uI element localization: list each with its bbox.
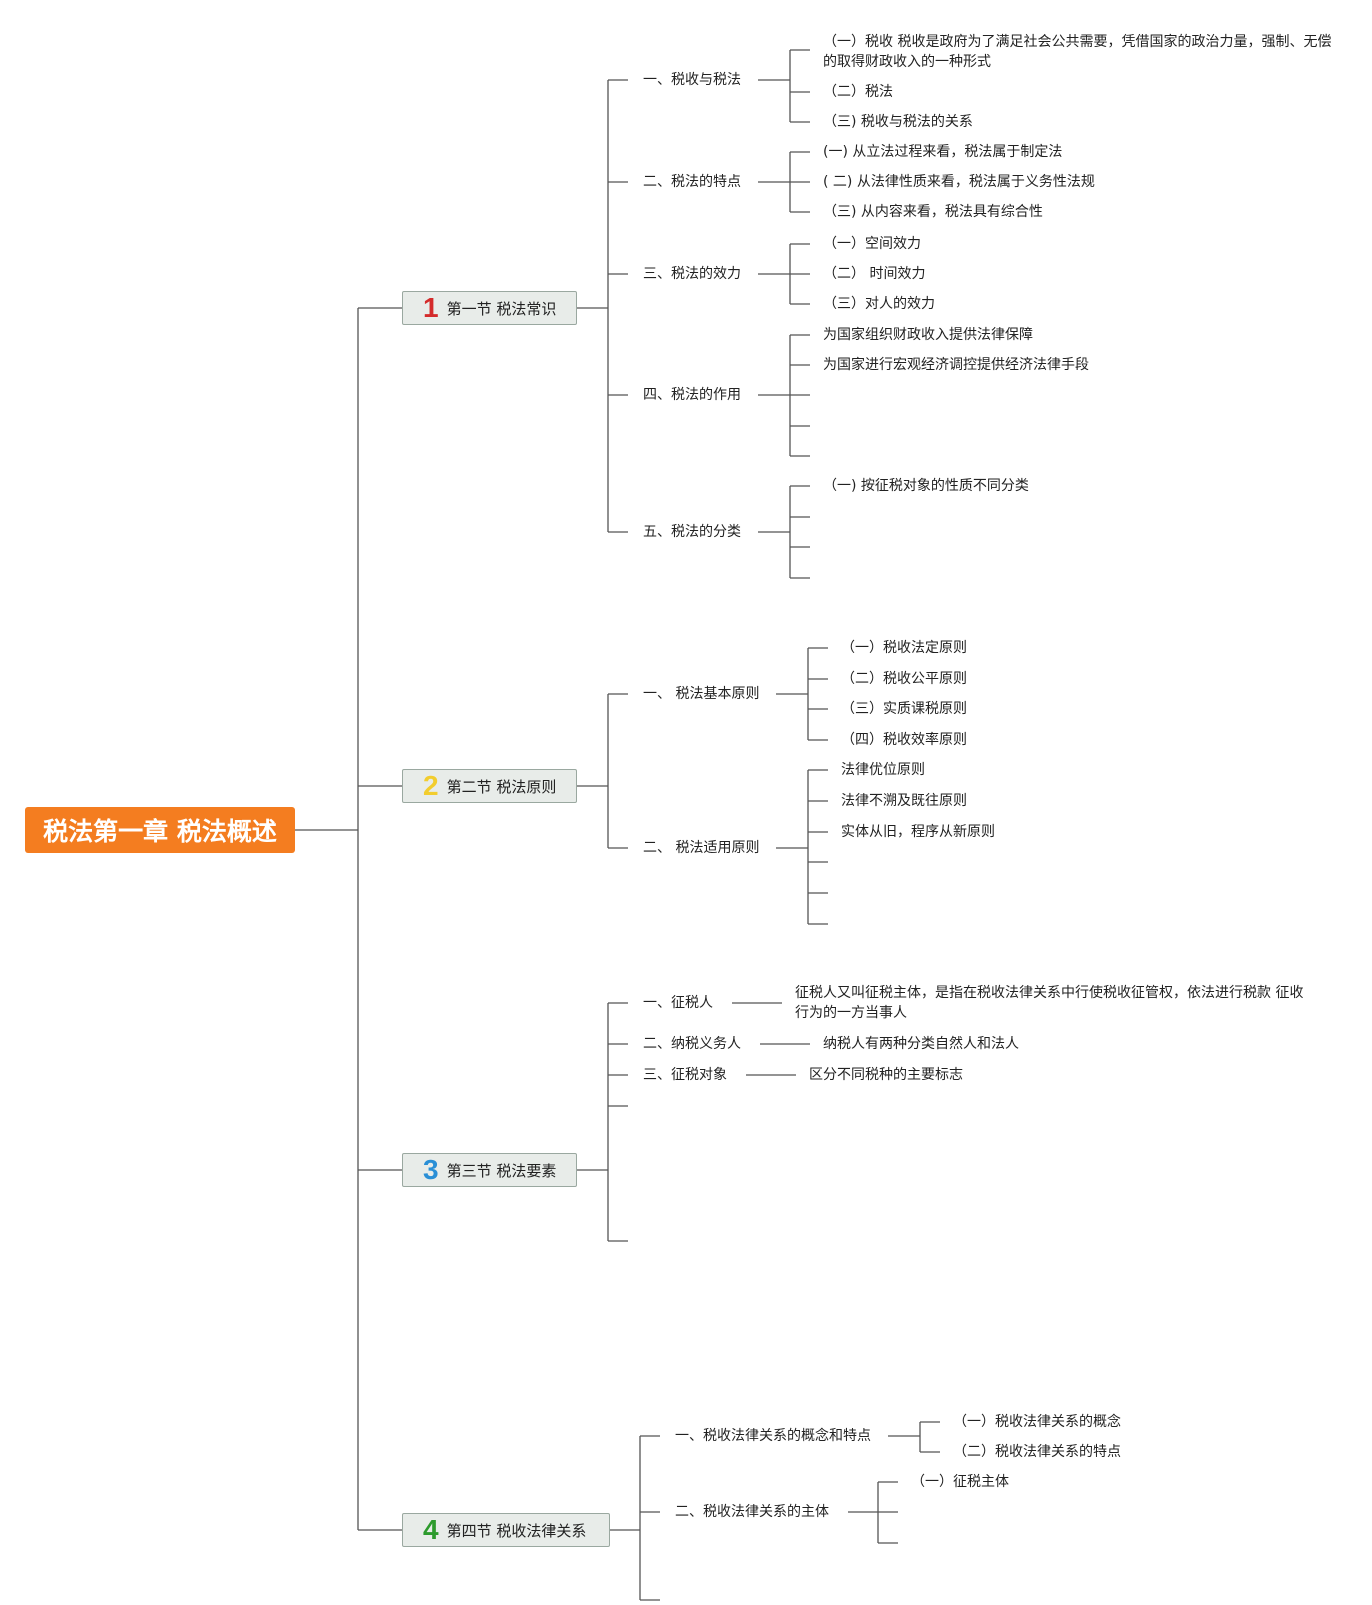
- s3-branch-2[interactable]: 二、纳税义务人: [643, 1036, 741, 1052]
- s1-b2-item-3[interactable]: （三) 从内容来看，税法具有综合性: [823, 204, 1043, 220]
- s2-b2-item-1[interactable]: 法律优位原则: [841, 762, 925, 778]
- s3-branch-3[interactable]: 三、征税对象: [643, 1067, 727, 1083]
- s2-b1-item-1[interactable]: （一）税收法定原则: [841, 640, 967, 656]
- s2-b2-item-2[interactable]: 法律不溯及既往原则: [841, 793, 967, 809]
- section-2-label: 第二节 税法原则: [446, 777, 557, 796]
- number-2-icon: 2: [423, 770, 439, 801]
- s2-branch-2[interactable]: 二、 税法适用原则: [643, 840, 760, 856]
- s1-branch-2[interactable]: 二、税法的特点: [643, 174, 741, 190]
- section-2-node[interactable]: 2 第二节 税法原则: [402, 769, 577, 803]
- s2-b1-item-2[interactable]: （二）税收公平原则: [841, 671, 967, 687]
- s4-b1-item-1[interactable]: （一）税收法律关系的概念: [953, 1414, 1121, 1430]
- s1-branch-1[interactable]: 一、税收与税法: [643, 72, 741, 88]
- s1-b1-item-3[interactable]: （三) 税收与税法的关系: [823, 114, 973, 130]
- s4-b2-item-1[interactable]: （一）征税主体: [911, 1474, 1009, 1490]
- s1-b3-item-1[interactable]: （一）空间效力: [823, 236, 921, 252]
- s1-branch-5[interactable]: 五、税法的分类: [643, 524, 741, 540]
- root-topic[interactable]: 税法第一章 税法概述: [25, 807, 295, 853]
- s1-branch-4[interactable]: 四、税法的作用: [643, 387, 741, 403]
- s1-branch-3[interactable]: 三、税法的效力: [643, 266, 741, 282]
- s3-branch-1[interactable]: 一、征税人: [643, 995, 713, 1011]
- section-3-label: 第三节 税法要素: [446, 1161, 557, 1180]
- s4-b1-item-2[interactable]: （二）税收法律关系的特点: [953, 1444, 1121, 1460]
- s2-b1-item-3[interactable]: （三）实质课税原则: [841, 701, 967, 717]
- s2-b1-item-4[interactable]: （四）税收效率原则: [841, 732, 967, 748]
- section-3-node[interactable]: 3 第三节 税法要素: [402, 1153, 577, 1187]
- s1-b2-item-2[interactable]: ( 二) 从法律性质来看，税法属于义务性法规: [823, 174, 1095, 190]
- section-4-node[interactable]: 4 第四节 税收法律关系: [402, 1513, 610, 1547]
- s2-branch-1[interactable]: 一、 税法基本原则: [643, 686, 760, 702]
- s2-b2-item-3[interactable]: 实体从旧，程序从新原则: [841, 824, 995, 840]
- s1-b4-item-2[interactable]: 为国家进行宏观经济调控提供经济法律手段: [823, 357, 1089, 373]
- s1-b3-item-3[interactable]: （三）对人的效力: [823, 296, 935, 312]
- s1-b3-item-2[interactable]: （二） 时间效力: [823, 266, 926, 282]
- s3-b2-note[interactable]: 纳税人有两种分类自然人和法人: [823, 1036, 1019, 1052]
- s1-b5-item-1[interactable]: （一) 按征税对象的性质不同分类: [823, 478, 1029, 494]
- s4-branch-2[interactable]: 二、税收法律关系的主体: [675, 1504, 829, 1520]
- number-1-icon: 1: [423, 292, 439, 323]
- s1-b2-item-1[interactable]: (一) 从立法过程来看，税法属于制定法: [823, 144, 1063, 160]
- section-4-label: 第四节 税收法律关系: [446, 1521, 587, 1540]
- s1-b1-item-2[interactable]: （二）税法: [823, 84, 893, 100]
- section-1-label: 第一节 税法常识: [446, 299, 557, 318]
- s1-b4-item-1[interactable]: 为国家组织财政收入提供法律保障: [823, 327, 1033, 343]
- s3-b1-note[interactable]: 征税人又叫征税主体，是指在税收法律关系中行使税收征管权，依法进行税款 征收行为的…: [795, 985, 1304, 1021]
- number-4-icon: 4: [423, 1514, 439, 1545]
- s1-b1-item-1[interactable]: （一）税收 税收是政府为了满足社会公共需要，凭借国家的政治力量，强制、无偿的取得…: [823, 34, 1332, 70]
- s3-b3-note[interactable]: 区分不同税种的主要标志: [809, 1067, 963, 1083]
- number-3-icon: 3: [423, 1154, 439, 1185]
- section-1-node[interactable]: 1 第一节 税法常识: [402, 291, 577, 325]
- s4-branch-1[interactable]: 一、税收法律关系的概念和特点: [675, 1428, 871, 1444]
